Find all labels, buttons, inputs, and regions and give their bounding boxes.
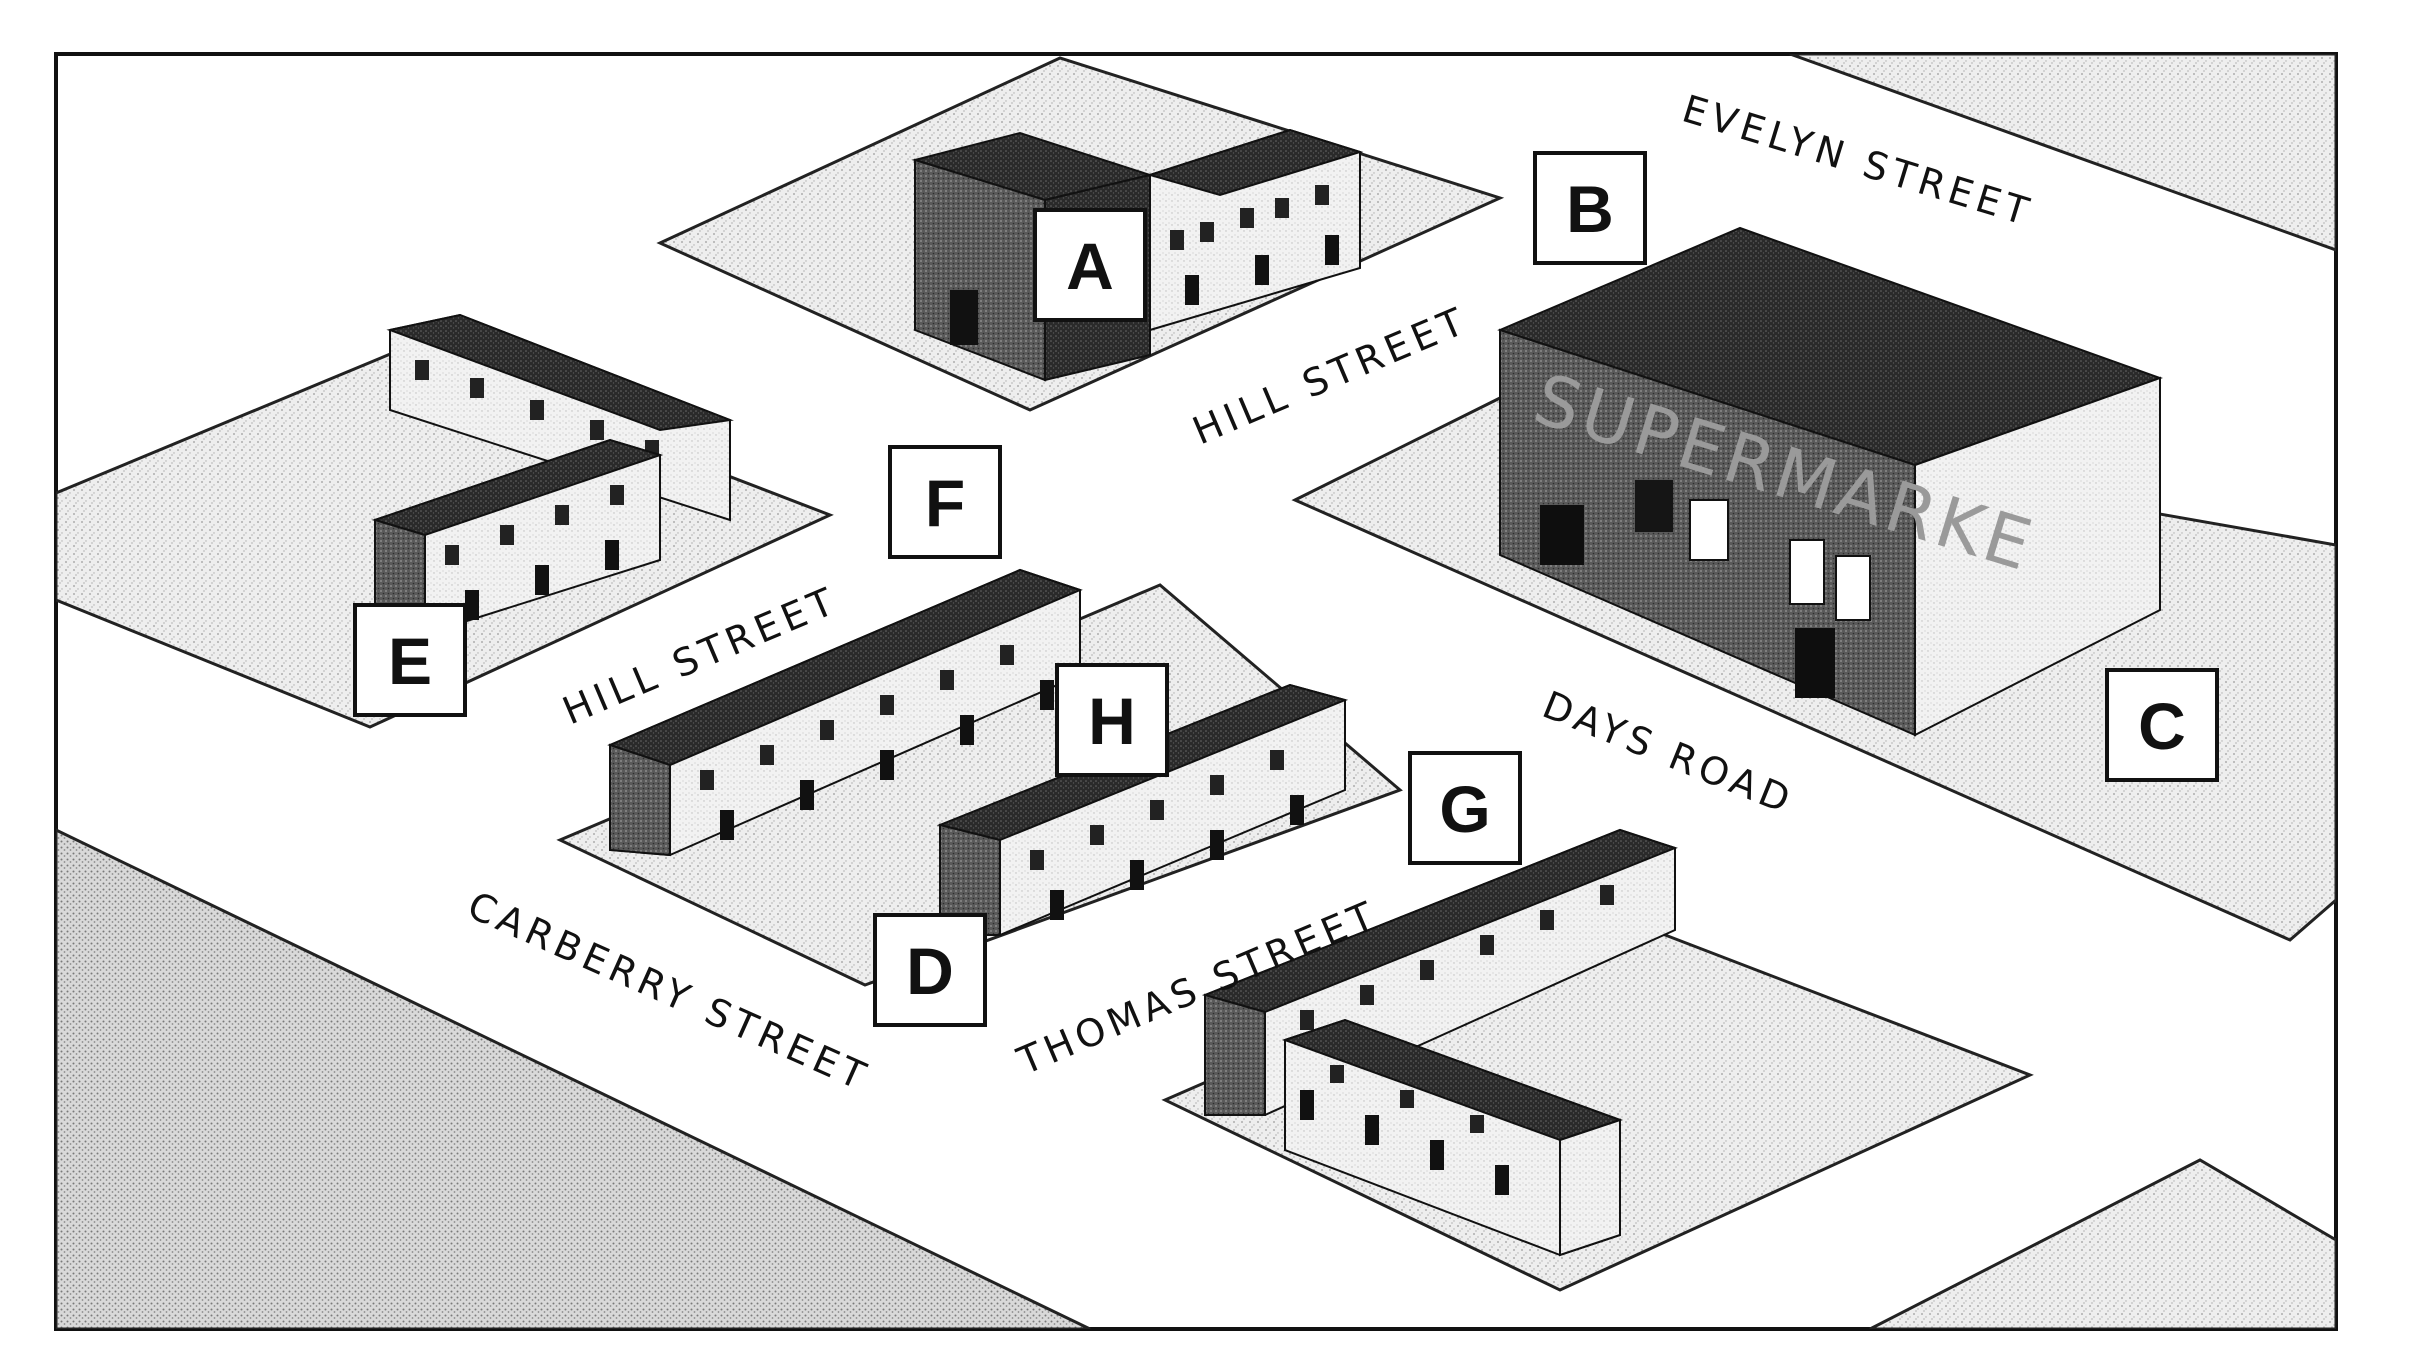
marker-a: A [1033, 208, 1147, 322]
marker-b: B [1533, 151, 1647, 265]
marker-g: G [1408, 751, 1522, 865]
svg-text:D: D [906, 934, 954, 1008]
marker-h: H [1055, 663, 1169, 777]
svg-text:G: G [1439, 772, 1490, 846]
marker-c: C [2105, 668, 2219, 782]
svg-text:E: E [388, 624, 432, 698]
svg-text:C: C [2138, 689, 2186, 763]
marker-e: E [353, 603, 467, 717]
block-bottom-left [56, 828, 1091, 1329]
supermarket-building: SUPERMARKE [1497, 226, 2163, 737]
block-bottom-right-corner [1869, 1158, 2336, 1329]
svg-text:H: H [1088, 684, 1136, 758]
svg-text:F: F [925, 466, 965, 540]
marker-f: F [888, 445, 1002, 559]
building-row-g [1201, 828, 1678, 1257]
svg-text:A: A [1066, 229, 1114, 303]
building-row-f [607, 568, 1083, 857]
building-row-e [371, 313, 734, 652]
svg-text:B: B [1566, 172, 1614, 246]
marker-d: D [873, 913, 987, 1027]
block-top-right-corner [1789, 54, 2336, 252]
